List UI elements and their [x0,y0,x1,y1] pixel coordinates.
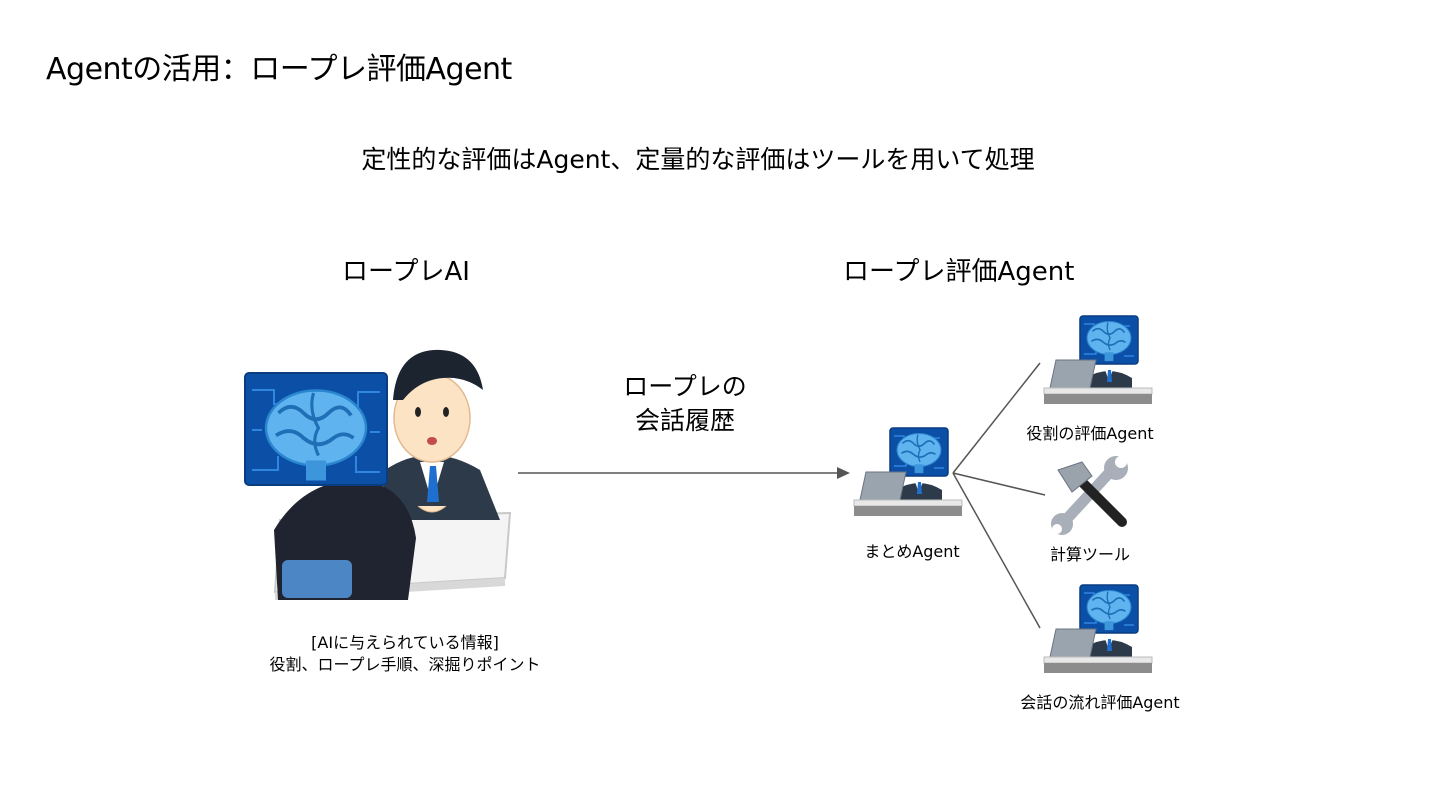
history-label-line2: 会話履歴 [634,406,735,435]
tools-icon [1051,456,1128,535]
history-label-line1: ロープレの [623,372,747,401]
businessman-figure [380,349,500,520]
conversation-history-label: ロープレの 会話履歴 [600,370,770,438]
summary-agent-icon [854,428,962,516]
role-eval-agent-icon [1044,316,1152,404]
ai-robot-figure [244,372,416,600]
roleplay-ai-heading: ロープレAI [342,257,470,287]
ai-info-line2: 役割、ロープレ手順、深掘りポイント [269,655,541,674]
ai-info-caption: [AIに与えられている情報] 役割、ロープレ手順、深掘りポイント [240,632,570,676]
connector-lines [952,362,1046,629]
slide-subtitle: 定性的な評価はAgent、定量的な評価はツールを用いて処理 [361,145,1035,174]
flow-eval-agent-icon [1044,585,1152,673]
roleplay-ai-illustration [244,349,512,600]
flow-eval-agent-label: 会話の流れ評価Agent [1020,693,1180,712]
roleplay-eval-agent-heading: ロープレ評価Agent [843,257,1075,287]
calc-tool-label: 計算ツール [1049,545,1130,564]
slide-title: Agentの活用：ロープレ評価Agent [46,52,512,87]
ai-info-line1: [AIに与えられている情報] [311,633,499,652]
summary-agent-label: まとめAgent [864,542,960,561]
role-eval-agent-label: 役割の評価Agent [1026,424,1154,443]
history-arrow [518,467,850,479]
